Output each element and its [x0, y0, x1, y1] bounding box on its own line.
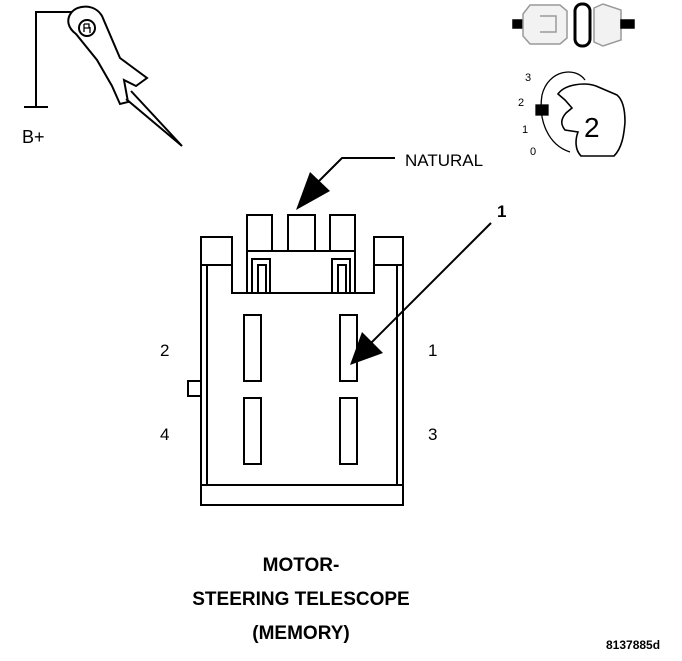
latch-center-tab	[287, 214, 316, 252]
test-probe-icon	[24, 5, 183, 147]
dial-scale-label-2: 2	[518, 97, 525, 109]
probe-tip	[125, 90, 183, 147]
cavity-pin-1	[339, 314, 358, 382]
left-terminal-icon	[512, 19, 524, 29]
dial-selected-value: 2	[584, 112, 600, 143]
latch-left-slot-inner	[257, 264, 267, 294]
connector-face	[187, 214, 404, 506]
right-terminal-icon	[620, 19, 635, 29]
connector-body-icon	[522, 4, 568, 45]
dial-outline-icon	[541, 71, 586, 96]
dial-scale-label-0: 0	[530, 146, 537, 158]
latch-left-tab	[246, 214, 273, 252]
selector-dial-icon	[535, 71, 626, 157]
callout-1-arrowhead	[350, 332, 383, 365]
probe-handle	[67, 5, 149, 106]
dial-indicator-icon	[535, 104, 549, 116]
latch-right-slot-inner	[337, 264, 347, 294]
dial-knob-icon	[556, 83, 626, 157]
cavity-pin-4	[243, 397, 262, 465]
b-plus-label: B+	[22, 127, 45, 147]
latch-right-tab	[329, 214, 356, 252]
pin-4-label: 4	[160, 425, 170, 444]
natural-label: NATURAL	[405, 151, 484, 170]
probe-logo-mark	[83, 23, 91, 33]
housing-outline	[200, 236, 404, 506]
title-line-2: STEERING TELESCOPE	[192, 589, 410, 610]
natural-arrowhead	[296, 172, 330, 210]
title-line-3: (MEMORY)	[252, 623, 350, 644]
connector-latch-icon	[540, 15, 557, 33]
title-line-1: MOTOR-	[262, 555, 340, 576]
pin-2-label: 2	[160, 341, 170, 360]
terminal-ring-icon	[573, 2, 592, 48]
probe-logo-icon	[78, 19, 96, 37]
pin-1-label: 1	[428, 341, 438, 360]
cavity-pin-2	[243, 314, 262, 382]
connector-side-icon	[512, 2, 635, 48]
callout-1-arrow	[350, 222, 492, 365]
natural-leader-line	[318, 157, 395, 182]
callout-1-leader-line	[367, 222, 492, 347]
cavity-pin-3	[339, 397, 358, 465]
dial-scale-label-3: 3	[525, 72, 532, 84]
natural-callout	[296, 157, 395, 210]
pin-3-label: 3	[428, 425, 438, 444]
dial-rim-icon	[540, 94, 571, 153]
figure-id: 8137885d	[606, 638, 661, 652]
polarizing-key	[187, 380, 201, 397]
dial-scale-label-1: 1	[522, 124, 529, 136]
mating-body-icon	[593, 3, 622, 47]
probe-lead-wire	[35, 11, 75, 107]
callout-1-label: 1	[497, 202, 507, 221]
